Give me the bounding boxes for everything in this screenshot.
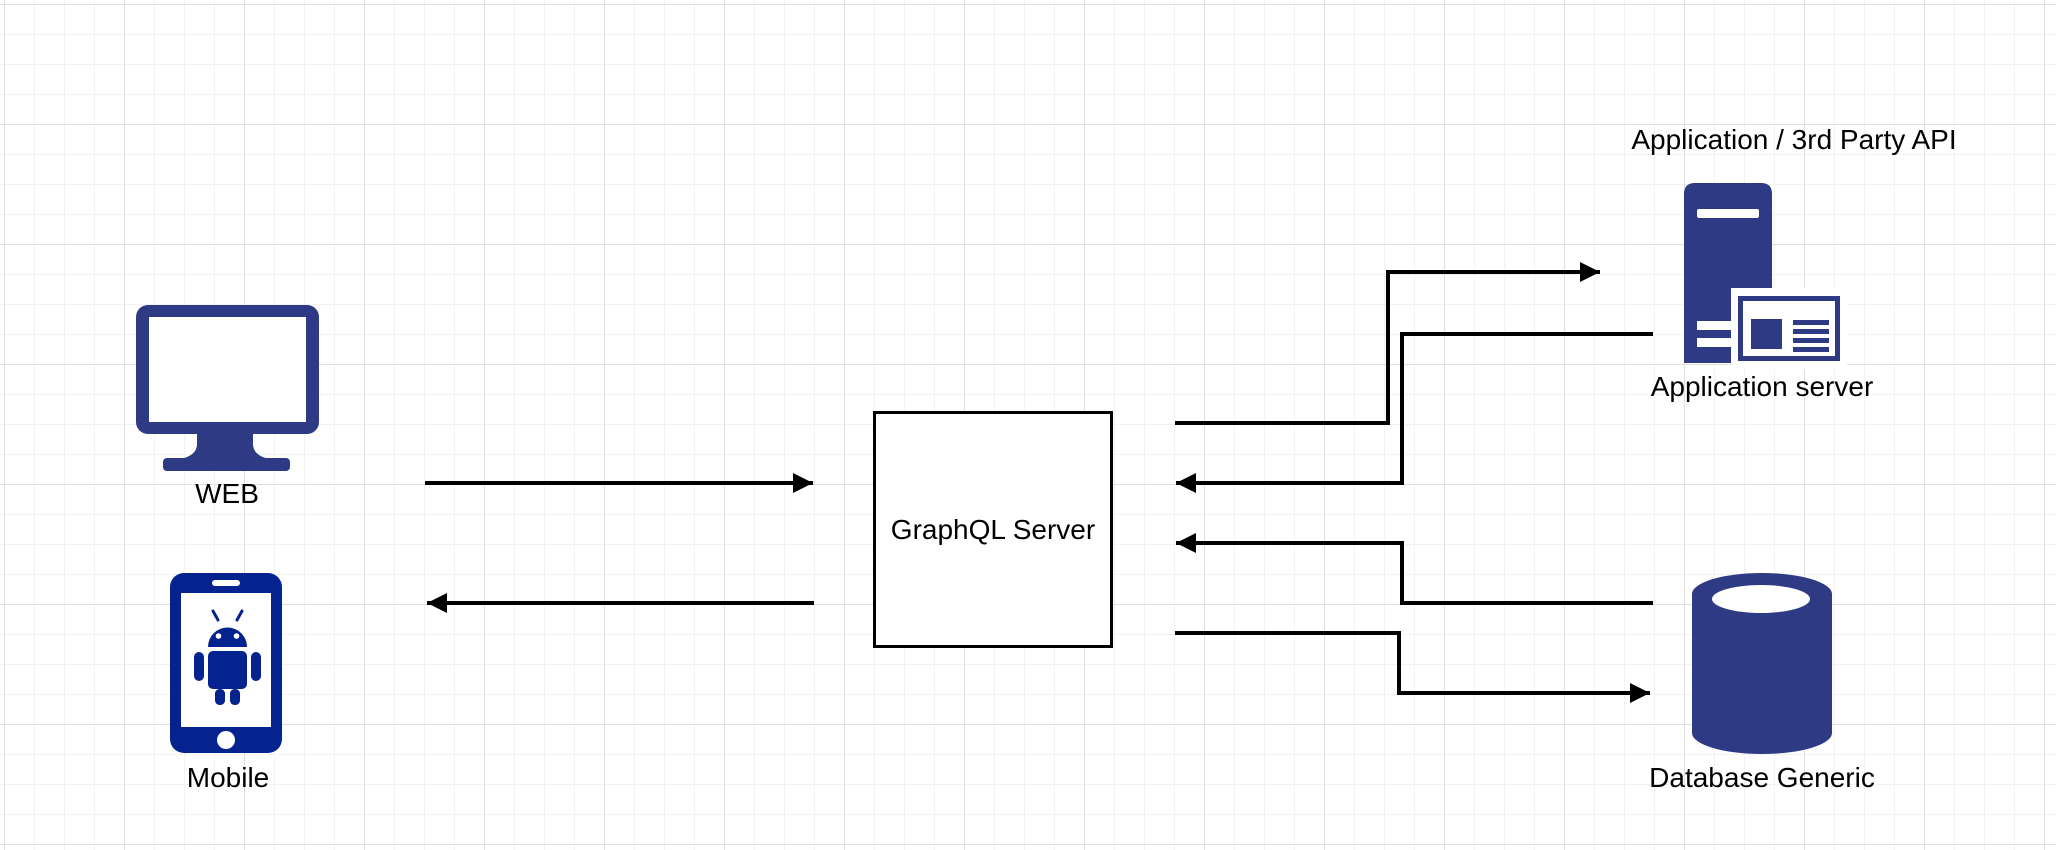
connector-graphql-to-database[interactable] bbox=[1175, 631, 1650, 703]
connector-appserver-to-graphql[interactable] bbox=[1176, 332, 1653, 493]
app-server-label: Application server bbox=[1650, 371, 1874, 402]
desktop-monitor-icon[interactable] bbox=[136, 305, 320, 472]
app-server-title: Application / 3rd Party API bbox=[1631, 124, 1957, 155]
database-cylinder-icon[interactable] bbox=[1692, 573, 1832, 754]
graphql-server-node[interactable]: GraphQL Server bbox=[873, 411, 1113, 648]
smartphone-android-icon[interactable] bbox=[170, 573, 282, 753]
database-label: Database Generic bbox=[1649, 762, 1875, 793]
mobile-label: Mobile bbox=[186, 762, 270, 793]
android-robot-glyph bbox=[194, 609, 261, 705]
connector-database-to-graphql[interactable] bbox=[1176, 533, 1653, 605]
connector-graphql-to-appserver[interactable] bbox=[1175, 262, 1600, 425]
server-card-glyph bbox=[1731, 288, 1847, 369]
graphql-server-label: GraphQL Server bbox=[890, 513, 1096, 545]
web-label: WEB bbox=[195, 478, 259, 509]
server-tower-icon[interactable] bbox=[1678, 178, 1852, 373]
